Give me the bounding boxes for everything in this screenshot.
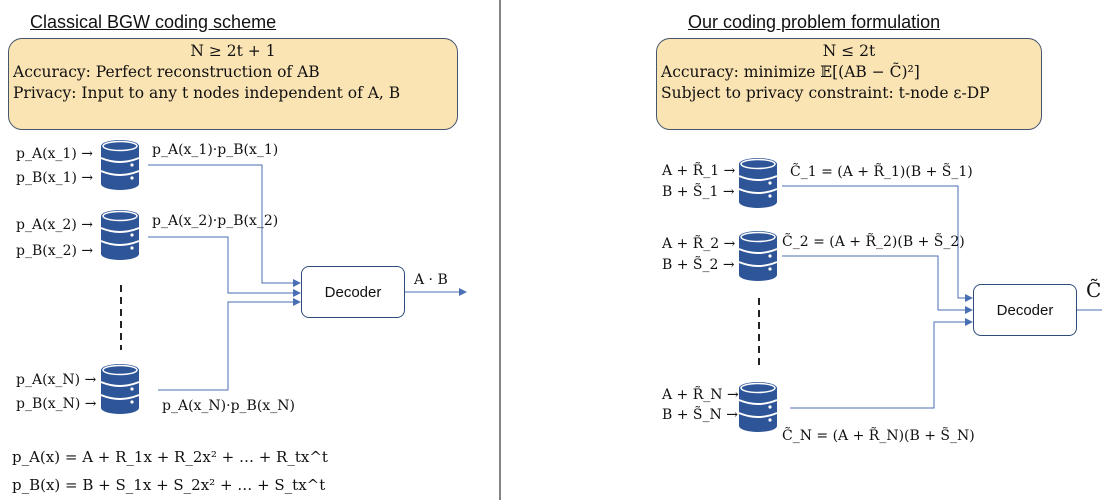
left-title: Classical BGW coding scheme [30,12,277,32]
right-node2-input-b: B + S̃_2 → [662,257,735,273]
right-node2-output: C̃_2 = (A + R̃_2)(B + S̃_2) [782,234,965,250]
right-box-line1: N ≤ 2t [822,42,876,60]
left-nodeN-output: p_A(x_N)·p_B(x_N) [162,398,295,414]
right-box-line3: Subject to privacy constraint: t-node ε-… [661,84,990,102]
left-equation-pa: p_A(x) = A + R_1x + R_2x² + … + R_tx^t [12,448,328,466]
database-icon [738,230,778,282]
right-nodeN-input-b: B + S̃_N → [662,407,738,423]
right-constraint-box: N ≤ 2t Accuracy: minimize 𝔼[(AB − C̃)²] … [656,38,1042,130]
right-nodeN-output: C̃_N = (A + R̃_N)(B + S̃_N) [782,428,975,444]
left-box-line1: N ≥ 2t + 1 [190,42,276,60]
database-icon [100,363,140,415]
right-node2-input-a: A + R̃_2 → [662,236,736,252]
left-node1-input-a: p_A(x_1) → [16,146,93,162]
left-box-line3: Privacy: Input to any t nodes independen… [13,84,401,102]
left-node1-input-b: p_B(x_1) → [16,170,94,186]
left-node2-input-a: p_A(x_2) → [16,217,93,233]
database-icon [100,139,140,191]
right-title: Our coding problem formulation [688,12,941,32]
left-box-line2: Accuracy: Perfect reconstruction of AB [13,63,320,81]
right-decoder: Decoder [973,284,1077,336]
right-box-line2: Accuracy: minimize 𝔼[(AB − C̃)²] [661,63,920,81]
left-nodeN-input-a: p_A(x_N) → [16,372,97,388]
database-icon [738,381,778,433]
database-icon [100,209,140,261]
left-nodeN-input-b: p_B(x_N) → [16,396,97,412]
right-nodeN-input-a: A + R̃_N → [662,387,739,403]
database-icon [738,157,778,209]
right-decoder-label: Decoder [996,301,1054,319]
left-node2-output: p_A(x_2)·p_B(x_2) [152,213,279,229]
left-equation-pb: p_B(x) = B + S_1x + S_2x² + … + S_tx^t [12,476,326,494]
left-decoder-label: Decoder [324,283,382,301]
left-node1-output: p_A(x_1)·p_B(x_1) [152,142,279,158]
right-node1-input-b: B + S̃_1 → [662,184,735,200]
left-node2-input-b: p_B(x_2) → [16,243,94,259]
right-node1-input-a: A + R̃_1 → [662,163,736,179]
right-output: C̃ [1086,278,1102,302]
right-node1-output: C̃_1 = (A + R̃_1)(B + S̃_1) [790,164,973,180]
left-constraint-box: N ≥ 2t + 1 Accuracy: Perfect reconstruct… [8,38,458,130]
left-decoder: Decoder [301,266,405,318]
left-output: A · B [414,272,448,288]
